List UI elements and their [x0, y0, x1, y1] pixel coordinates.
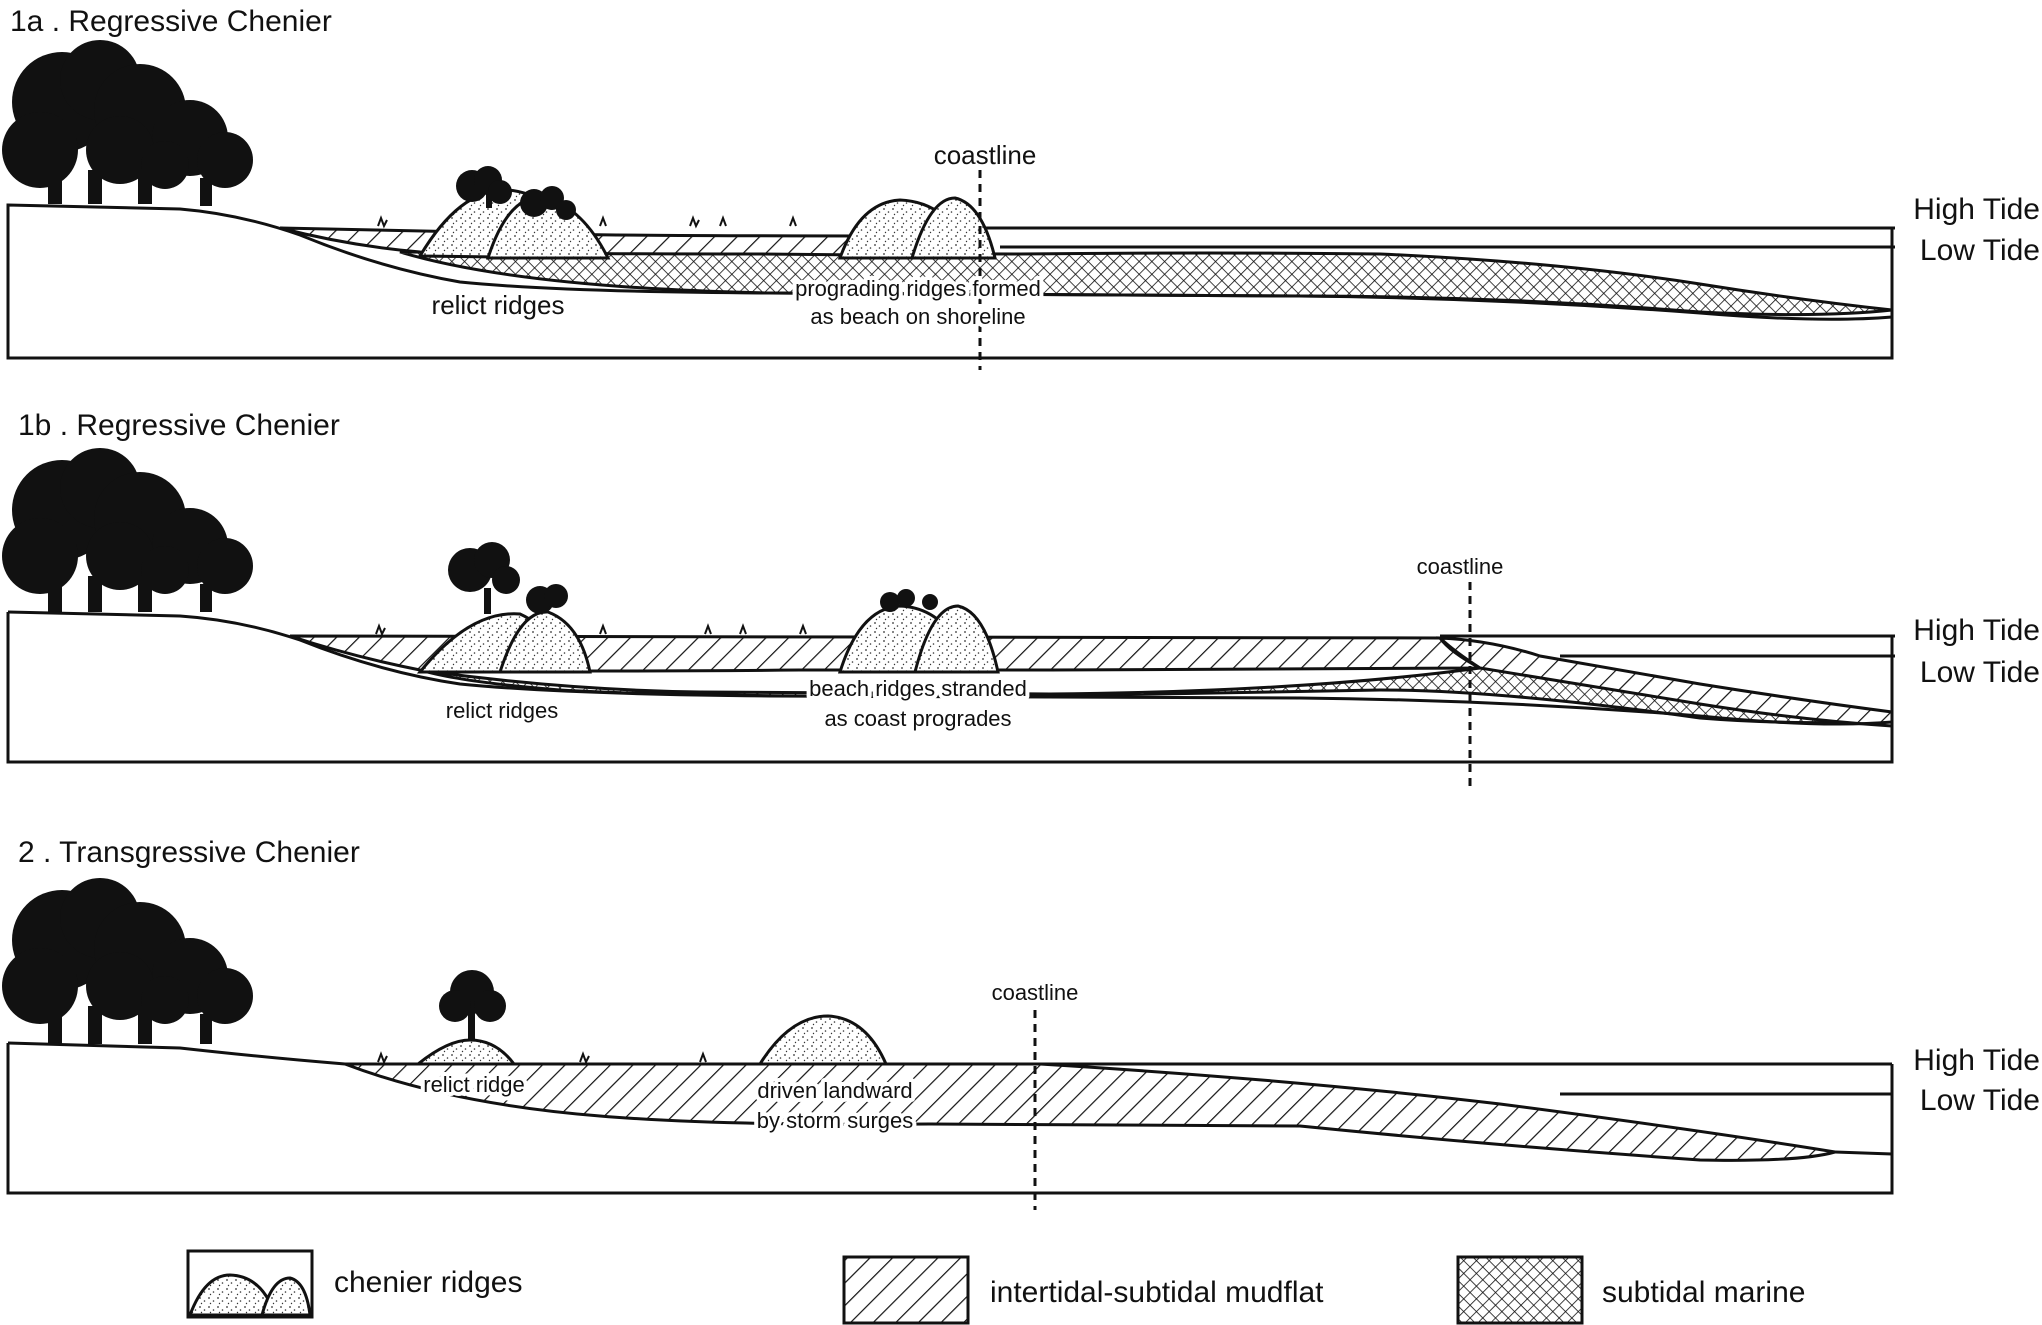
coastline-label: coastline	[992, 980, 1079, 1005]
mudflat-layer	[344, 1062, 1836, 1162]
coastline-label: coastline	[934, 140, 1037, 170]
section-frame	[6, 205, 1894, 360]
legend-label: subtidal marine	[1602, 1276, 1805, 1309]
coastline-label: coastline	[1417, 554, 1504, 579]
marine-swatch	[1456, 1255, 1584, 1325]
legend-chenier: chenier ridges	[186, 1249, 522, 1319]
middle-label-line2: as beach on shoreline	[810, 304, 1025, 329]
chenier-ridge-icon	[757, 1014, 889, 1066]
high-tide-label: High Tide	[1913, 614, 2040, 647]
grass-icon	[375, 623, 807, 637]
tree-cluster-icon	[2, 878, 253, 1044]
panel-1b: 1b . Regressive Chenier	[2, 409, 2040, 786]
panel-title: 1a . Regressive Chenier	[10, 5, 332, 38]
legend-label: chenier ridges	[334, 1266, 522, 1299]
legend: chenier ridges intertidal-subtidal mudfl…	[186, 1249, 1805, 1325]
relict-ridges-icon	[416, 542, 592, 674]
relict-ridge-icon	[413, 970, 518, 1066]
low-tide-label: Low Tide	[1920, 234, 2040, 267]
section-frame	[6, 1043, 1894, 1195]
legend-label: intertidal-subtidal mudflat	[990, 1276, 1324, 1309]
relict-ridges-label: relict ridges	[432, 290, 565, 320]
mudflat-swatch	[842, 1255, 970, 1325]
panel-title: 2 . Transgressive Chenier	[18, 836, 360, 869]
prograding-ridges-icon	[837, 196, 997, 260]
relict-ridge-label: relict ridge	[423, 1072, 524, 1097]
middle-label-line1: prograding ridges formed	[795, 276, 1041, 301]
middle-label-line1: driven landward	[757, 1078, 912, 1103]
relict-ridges-icon	[417, 166, 611, 260]
grass-icon	[377, 1051, 707, 1065]
grass-icon	[377, 215, 797, 229]
panel-1a: 1a . Regressive Chenier	[2, 5, 2040, 370]
tree-cluster-icon	[2, 448, 253, 612]
high-tide-label: High Tide	[1913, 193, 2040, 226]
section-frame	[6, 612, 1894, 764]
middle-label-line2: as coast progrades	[824, 706, 1011, 731]
low-tide-label: Low Tide	[1920, 1084, 2040, 1117]
middle-label-line2: by storm surges	[757, 1108, 914, 1133]
high-tide-label: High Tide	[1913, 1044, 2040, 1077]
panel-2: 2 . Transgressive Chenier	[2, 836, 2040, 1210]
beach-ridges-icon	[837, 589, 1000, 674]
tree-cluster-icon	[2, 40, 253, 206]
panel-title: 1b . Regressive Chenier	[18, 409, 340, 442]
middle-label-line1: beach ridges stranded	[809, 676, 1027, 701]
low-tide-label: Low Tide	[1920, 656, 2040, 689]
legend-marine: subtidal marine	[1456, 1255, 1805, 1325]
relict-ridges-label: relict ridges	[446, 698, 558, 723]
legend-mudflat: intertidal-subtidal mudflat	[842, 1255, 1324, 1325]
